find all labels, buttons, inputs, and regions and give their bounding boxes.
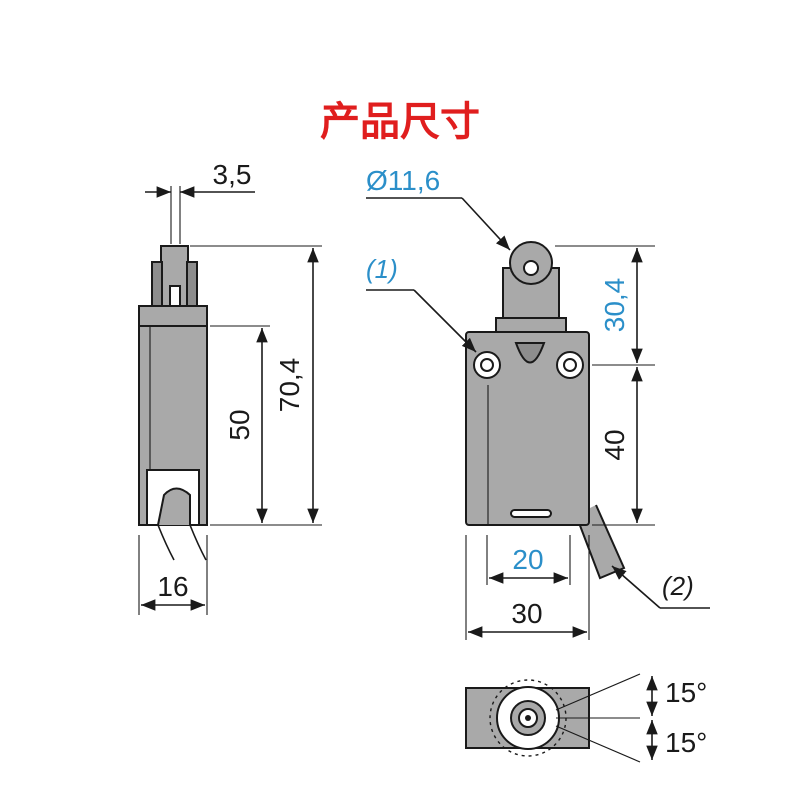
note-2-leader-arrow bbox=[611, 565, 661, 609]
front-view: Ø11,6 (1) 30,4 40 20 bbox=[366, 165, 710, 640]
dim-roller-diameter-label: Ø11,6 bbox=[366, 165, 440, 196]
note-1-leader-arrow bbox=[413, 289, 477, 353]
top-head-center bbox=[525, 715, 531, 721]
front-roller-axle bbox=[523, 260, 539, 276]
side-collar bbox=[138, 305, 208, 327]
top-angle-lower-line bbox=[555, 725, 641, 763]
side-cable-left bbox=[157, 524, 175, 561]
dim-side-width-label: 16 bbox=[157, 571, 188, 602]
side-plunger-slot bbox=[169, 285, 181, 307]
page-title: 产品尺寸 bbox=[320, 99, 480, 145]
front-bottom-slot bbox=[510, 509, 552, 518]
side-plunger-left-tab bbox=[151, 261, 163, 307]
front-body bbox=[465, 331, 590, 526]
side-view: 3,5 50 70,4 16 bbox=[138, 159, 322, 615]
angle-upper-label: 15° bbox=[665, 677, 707, 708]
top-view: 15° 15° bbox=[465, 673, 707, 763]
front-mount-hole-left-inner bbox=[480, 358, 494, 372]
side-cable-entry bbox=[157, 487, 191, 526]
side-plunger-right-tab bbox=[186, 261, 198, 307]
dim-front-body-height-label: 40 bbox=[599, 429, 630, 460]
dim-roller-leader-arrow bbox=[461, 197, 511, 251]
top-angle-upper-line bbox=[555, 673, 641, 711]
front-plunger-collar bbox=[495, 317, 567, 333]
side-cable-right bbox=[189, 524, 207, 561]
dim-hole-spacing-label: 20 bbox=[512, 544, 543, 575]
front-body-notch bbox=[514, 342, 546, 364]
note-2-label: (2) bbox=[662, 571, 694, 601]
dim-plunger-height-label: 30,4 bbox=[599, 278, 630, 333]
dim-pin-width-label: 3,5 bbox=[213, 159, 252, 190]
front-mount-hole-right-inner bbox=[563, 358, 577, 372]
note-1-label: (1) bbox=[366, 254, 398, 284]
dim-side-body-height-label: 50 bbox=[224, 409, 255, 440]
dim-front-width-label: 30 bbox=[511, 598, 542, 629]
dim-total-height-label: 70,4 bbox=[274, 358, 305, 413]
angle-lower-label: 15° bbox=[665, 727, 707, 758]
